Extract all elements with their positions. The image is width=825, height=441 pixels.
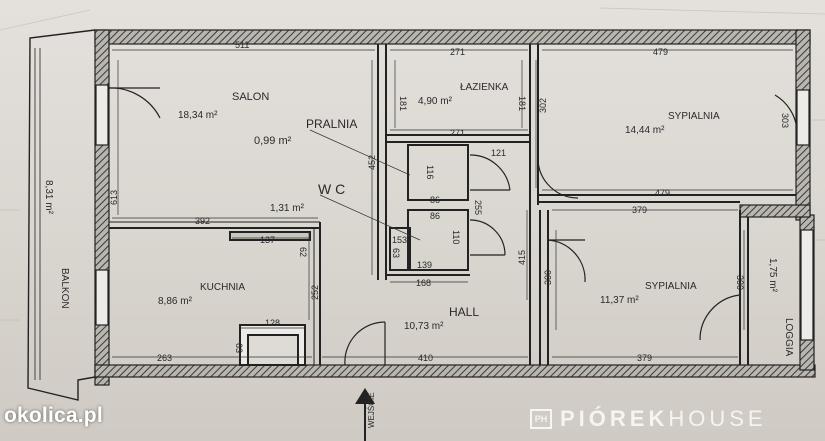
dim-168: 168 bbox=[416, 278, 431, 288]
dim-86-a: 86 bbox=[430, 195, 440, 205]
dim-271-mid: 271 bbox=[450, 128, 465, 138]
dim-137: 137 bbox=[260, 235, 275, 245]
wall-loggia-top bbox=[739, 204, 811, 218]
room-area-balkon: 8,31 m² bbox=[43, 180, 54, 215]
dim-63-b: 63 bbox=[234, 343, 244, 353]
entrance-label: WEJŚCIE bbox=[367, 392, 376, 428]
dim-116: 116 bbox=[425, 165, 435, 179]
watermark-okolica: okolica.pl bbox=[4, 404, 103, 427]
dim-86-b: 86 bbox=[430, 211, 440, 221]
door-bedroom1 bbox=[537, 159, 579, 199]
room-area-loggia: 1,75 m² bbox=[767, 258, 778, 293]
dim-181-a: 181 bbox=[398, 96, 408, 111]
door-window bbox=[774, 94, 798, 131]
room-name-kuchnia: KUCHNIA bbox=[200, 282, 245, 293]
dim-379-bottom: 379 bbox=[637, 353, 652, 363]
dim-252: 252 bbox=[310, 285, 320, 300]
wall-left bbox=[94, 29, 110, 386]
door-entrance bbox=[344, 321, 386, 366]
door-salon bbox=[108, 87, 161, 119]
room-name-sypialnia-1: SYPIALNIA bbox=[668, 111, 720, 122]
dim-410: 410 bbox=[418, 353, 433, 363]
dim-110: 110 bbox=[451, 230, 461, 244]
dim-181-b: 181 bbox=[517, 96, 527, 111]
watermark-piorek-house: PH PIÓREK HOUSE bbox=[530, 406, 767, 432]
room-name-lazienka: ŁAZIENKA bbox=[460, 82, 509, 93]
dim-303: 303 bbox=[780, 113, 790, 128]
room-name-hall: HALL bbox=[449, 305, 479, 319]
door-bedroom2-inner bbox=[699, 294, 741, 341]
dim-613: 613 bbox=[109, 190, 119, 205]
dim-511: 511 bbox=[235, 40, 249, 50]
room-area-hall: 10,73 m² bbox=[404, 321, 444, 332]
room-name-salon: SALON bbox=[232, 91, 269, 103]
dim-139: 139 bbox=[417, 260, 432, 270]
entrance-arrow: WEJŚCIE bbox=[355, 388, 376, 441]
door-bedroom2 bbox=[547, 239, 586, 283]
dim-255: 255 bbox=[473, 200, 483, 215]
doors bbox=[108, 87, 798, 366]
room-name-wc: W C bbox=[318, 181, 345, 197]
door-wc bbox=[469, 219, 506, 256]
dim-128: 128 bbox=[265, 318, 280, 328]
room-area-sypialnia-1: 14,44 m² bbox=[625, 125, 665, 136]
watermark-house: HOUSE bbox=[668, 406, 767, 431]
dim-479-mid: 479 bbox=[655, 188, 670, 198]
dim-302: 302 bbox=[538, 98, 548, 113]
piorek-logo-icon: PH bbox=[530, 409, 552, 429]
dim-121: 121 bbox=[491, 148, 506, 158]
dim-300-b: 300 bbox=[735, 275, 745, 290]
dim-263: 263 bbox=[157, 353, 172, 363]
dim-392: 392 bbox=[195, 216, 210, 226]
room-area-lazienka: 4,90 m² bbox=[418, 96, 453, 107]
wall-top bbox=[94, 29, 811, 45]
room-name-loggia: LOGGIA bbox=[783, 318, 794, 357]
dim-479-top: 479 bbox=[653, 47, 668, 57]
door-pralnia bbox=[469, 154, 511, 191]
balcony bbox=[27, 29, 96, 401]
room-name-balkon: BALKON bbox=[59, 268, 70, 309]
room-area-pralnia: 0,99 m² bbox=[254, 135, 292, 147]
room-name-sypialnia-2: SYPIALNIA bbox=[645, 281, 697, 292]
room-area-wc: 1,31 m² bbox=[270, 203, 305, 214]
room-area-sypialnia-2: 11,37 m² bbox=[600, 295, 639, 306]
windows bbox=[95, 84, 814, 341]
dim-300-a: 300 bbox=[543, 270, 553, 285]
dim-379-top: 379 bbox=[632, 205, 647, 215]
dim-153: 153 bbox=[392, 235, 407, 245]
room-area-salon: 18,34 m² bbox=[178, 110, 218, 121]
dim-452: 452 bbox=[367, 155, 377, 170]
dim-271-top: 271 bbox=[450, 47, 465, 57]
dimension-labels: 511 271 479 181 181 271 302 303 452 116 … bbox=[109, 40, 790, 363]
dim-62: 62 bbox=[298, 247, 308, 257]
wall-bottom bbox=[94, 364, 816, 378]
outer-walls bbox=[94, 29, 816, 386]
room-area-kuchnia: 8,86 m² bbox=[158, 296, 193, 307]
dim-415: 415 bbox=[517, 250, 527, 265]
room-name-pralnia: PRALNIA bbox=[306, 117, 357, 131]
room-labels: SALON 18,34 m² PRALNIA 0,99 m² W C 1,31 … bbox=[43, 82, 794, 357]
dim-63-a: 63 bbox=[391, 248, 401, 258]
paper-marks bbox=[0, 7, 825, 321]
dimension-lines bbox=[112, 49, 793, 358]
interior-walls bbox=[109, 44, 796, 366]
watermark-piorek: PIÓREK bbox=[560, 406, 669, 431]
